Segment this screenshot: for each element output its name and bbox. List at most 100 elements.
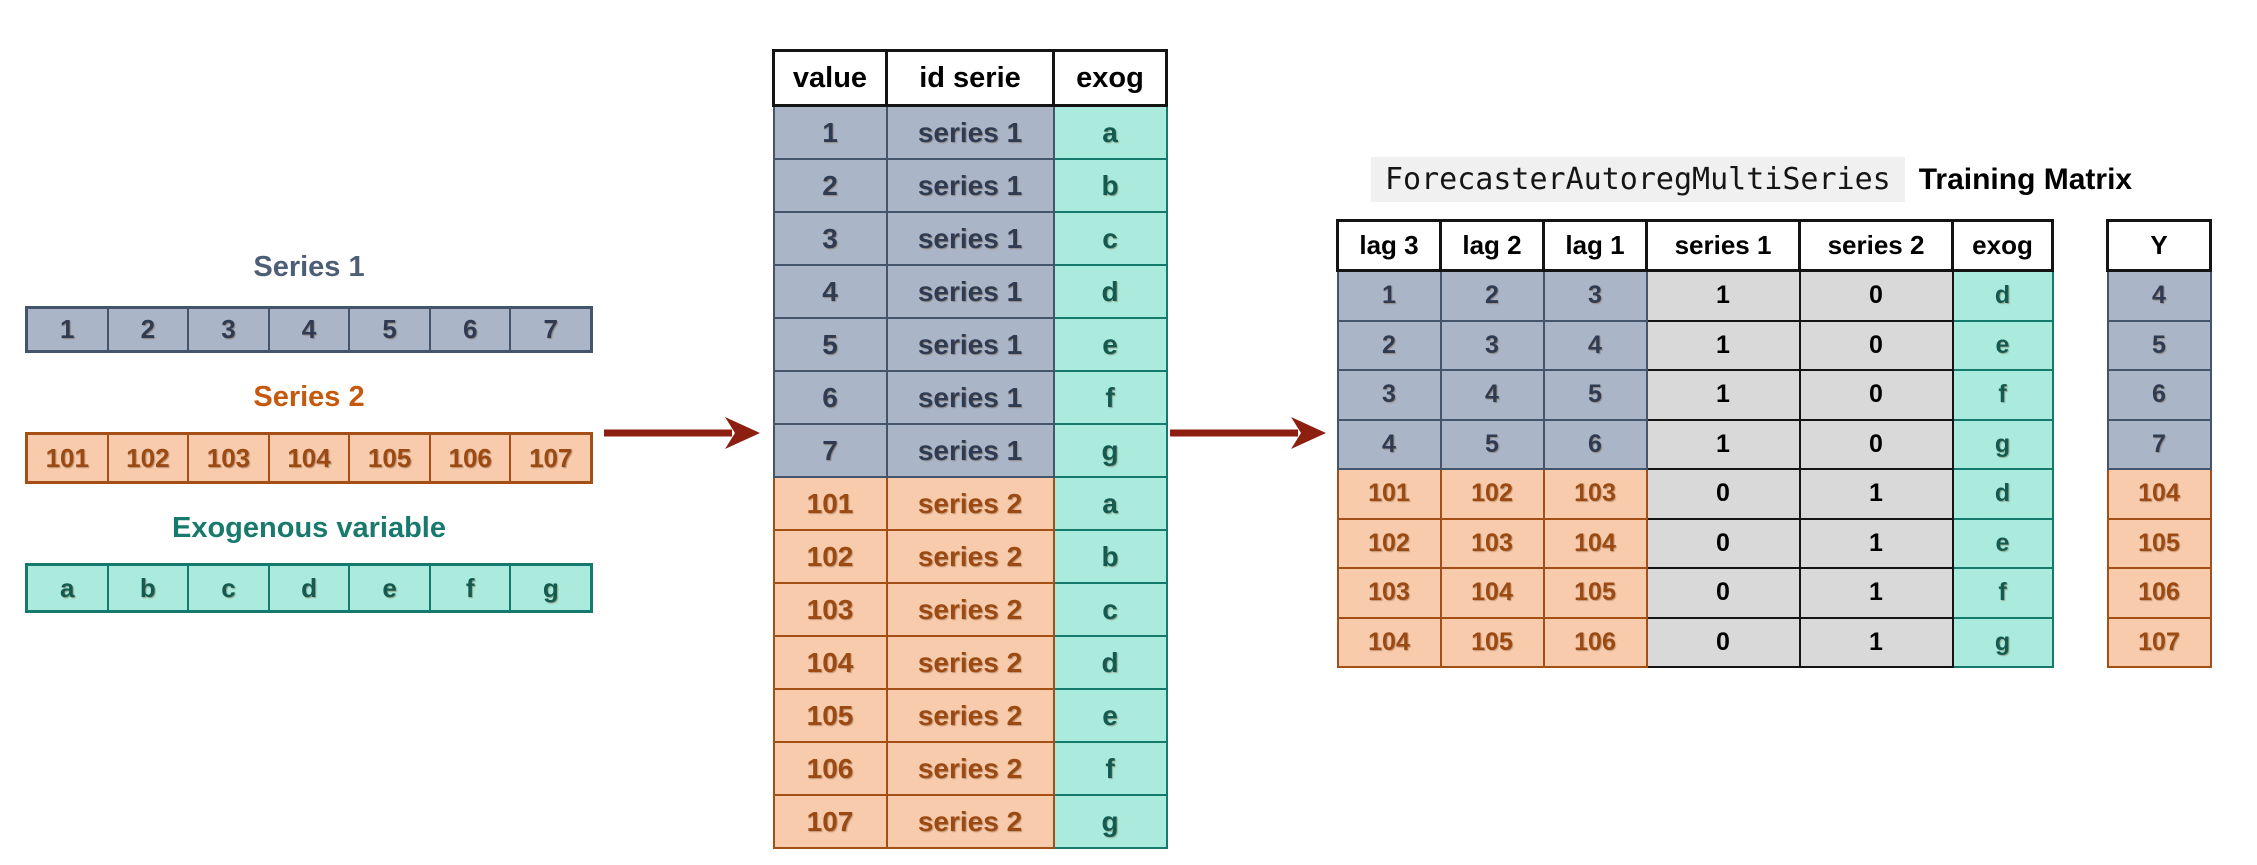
series-1-title: Series 1 <box>253 251 365 283</box>
value-cell: 103 <box>772 582 888 637</box>
forecaster-code-chip: ForecasterAutoregMultiSeries <box>1371 157 1905 202</box>
exog-cell: d <box>1951 269 2054 322</box>
flow-arrow-right-icon <box>1170 417 1326 449</box>
onehot-cell: 1 <box>1645 319 1801 371</box>
lag-cell: 103 <box>1336 567 1442 619</box>
id-serie-cell: series 1 <box>885 264 1055 319</box>
onehot-cell: 0 <box>1798 418 1954 470</box>
exog-cell: b <box>106 566 188 610</box>
value-cell: 105 <box>772 688 888 743</box>
y-column-row: 104 <box>2106 468 2212 520</box>
exog-cell: a <box>1052 104 1168 160</box>
y-cell: 106 <box>2106 567 2212 619</box>
y-header-cell: Y <box>2106 219 2212 272</box>
id-serie-cell: series 1 <box>885 211 1055 266</box>
onehot-cell: 0 <box>1798 269 1954 322</box>
y-column-row: 5 <box>2106 319 2212 371</box>
exog-cell: e <box>1052 688 1168 743</box>
value-cell: 107 <box>772 794 888 849</box>
id-serie-cell: series 1 <box>885 370 1055 425</box>
exog-cell: e <box>348 566 429 610</box>
onehot-cell: 0 <box>1645 468 1801 520</box>
training-matrix-title: Training Matrix <box>1918 162 2133 196</box>
series1-cell: 7 <box>509 309 590 350</box>
y-column-row: 6 <box>2106 369 2212 421</box>
lag-cell: 103 <box>1542 468 1648 520</box>
series2-cell: 102 <box>106 435 188 481</box>
series2-cell: 105 <box>348 435 429 481</box>
training-matrix-header-cell: series 1 <box>1645 219 1801 272</box>
y-column-header-row: Y <box>2106 219 2212 272</box>
exog-cell: g <box>509 566 590 610</box>
value-cell: 106 <box>772 741 888 796</box>
exog-cell: d <box>1951 468 2054 520</box>
lag-cell: 101 <box>1336 468 1442 520</box>
exogenous-variable-title: Exogenous variable <box>172 512 446 544</box>
exog-cell: e <box>1052 317 1168 372</box>
onehot-cell: 1 <box>1645 369 1801 421</box>
y-cell: 107 <box>2106 616 2212 668</box>
lag-cell: 103 <box>1439 517 1545 569</box>
lag-cell: 104 <box>1542 517 1648 569</box>
flow-arrow-left-icon <box>604 417 760 449</box>
y-column-row: 105 <box>2106 517 2212 569</box>
exog-cell: e <box>1951 319 2054 371</box>
y-cell: 104 <box>2106 468 2212 520</box>
lag-cell: 5 <box>1439 418 1545 470</box>
onehot-cell: 1 <box>1798 468 1954 520</box>
id-serie-cell: series 1 <box>885 104 1055 160</box>
y-cell: 7 <box>2106 418 2212 470</box>
lag-cell: 102 <box>1439 468 1545 520</box>
value-cell: 7 <box>772 423 888 478</box>
id-serie-cell: series 2 <box>885 688 1055 743</box>
y-cell: 105 <box>2106 517 2212 569</box>
exog-cell: f <box>1951 369 2054 421</box>
exog-cell: e <box>1951 517 2054 569</box>
exog-cell: d <box>267 566 349 610</box>
onehot-cell: 0 <box>1798 369 1954 421</box>
lag-cell: 3 <box>1336 369 1442 421</box>
lag-cell: 4 <box>1336 418 1442 470</box>
training-matrix-header-cell: lag 1 <box>1542 219 1648 272</box>
lag-cell: 105 <box>1439 616 1545 668</box>
series-2-title: Series 2 <box>253 381 365 413</box>
onehot-cell: 0 <box>1798 319 1954 371</box>
lag-cell: 4 <box>1542 319 1648 371</box>
exog-cell: c <box>187 566 268 610</box>
lag-cell: 104 <box>1336 616 1442 668</box>
exog-cell: g <box>1052 423 1168 478</box>
value-cell: 101 <box>772 476 888 531</box>
series1-cell: 5 <box>348 309 429 350</box>
y-cell: 6 <box>2106 369 2212 421</box>
value-cell: 6 <box>772 370 888 425</box>
exog-cell: f <box>1951 567 2054 619</box>
onehot-cell: 1 <box>1645 418 1801 470</box>
series1-cell: 1 <box>60 314 75 344</box>
exog-cell: f <box>428 566 510 610</box>
lag-cell: 1 <box>1336 269 1442 322</box>
exog-cell: b <box>1052 529 1168 584</box>
lag-cell: 4 <box>1439 369 1545 421</box>
series2-cell: 103 <box>187 435 268 481</box>
lag-cell: 3 <box>1542 269 1648 322</box>
series2-cell: 104 <box>267 435 349 481</box>
onehot-cell: 1 <box>1798 567 1954 619</box>
value-cell: 5 <box>772 317 888 372</box>
